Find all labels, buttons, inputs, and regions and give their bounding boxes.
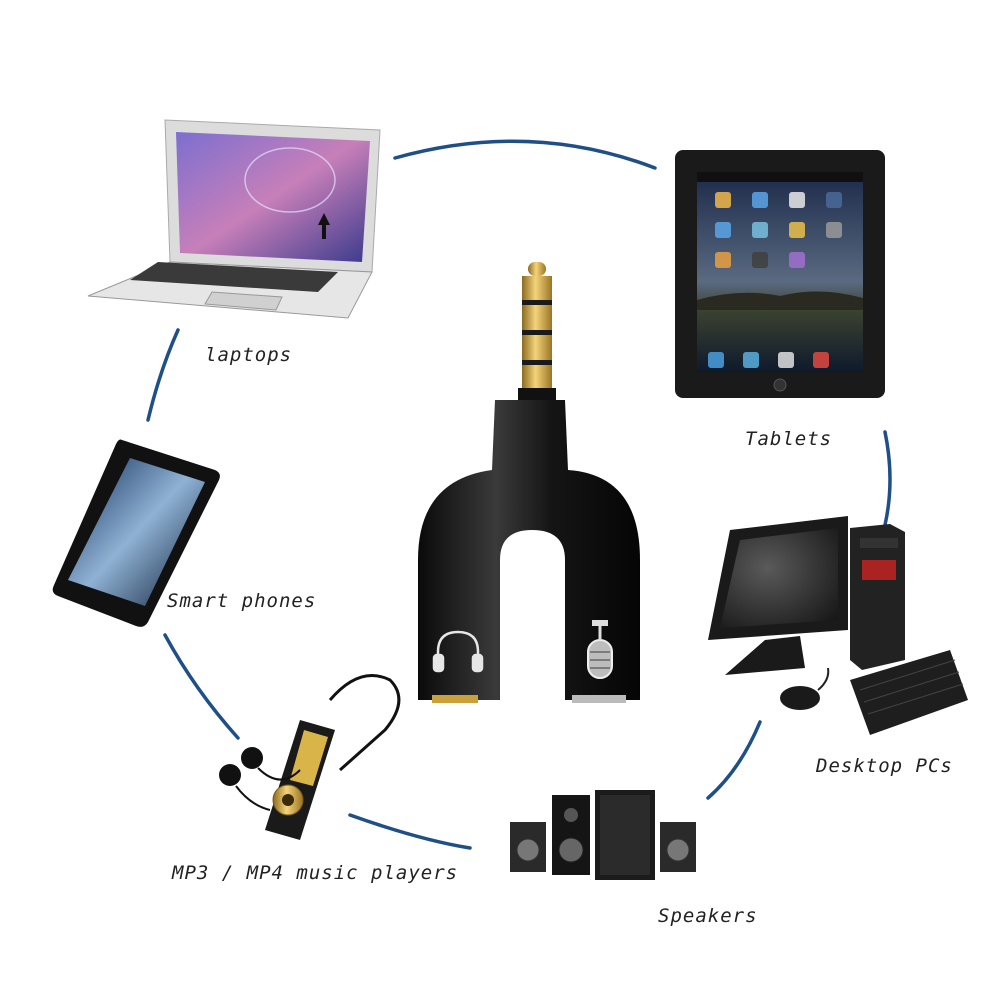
desktop-pc-image [708, 516, 968, 735]
microphone-icon [587, 620, 613, 679]
arc-laptop-tablet [393, 139, 657, 170]
audio-splitter-adapter [418, 262, 640, 703]
connector-arcs [146, 139, 892, 850]
arc-speakers-mp3 [348, 813, 472, 850]
smartphone-image [52, 439, 220, 627]
headphone-icon [432, 630, 484, 673]
label-mp3-players: MP3 / MP4 music players [172, 862, 459, 884]
label-smart-phones: Smart phones [167, 590, 317, 612]
speakers-image [510, 790, 696, 880]
label-speakers: Speakers [658, 905, 758, 927]
label-desktop-pcs: Desktop PCs [816, 755, 953, 777]
label-tablets: Tablets [745, 428, 833, 450]
arc-desktop-speakers [706, 720, 762, 800]
mp3-player-image [219, 674, 401, 840]
arc-tablet-desktop [883, 430, 892, 527]
arc-mp3-phone [163, 633, 240, 740]
laptop-image [87, 119, 381, 319]
arc-phone-laptop [146, 328, 180, 422]
tablet-image [675, 150, 885, 398]
label-laptops: laptops [205, 344, 293, 366]
